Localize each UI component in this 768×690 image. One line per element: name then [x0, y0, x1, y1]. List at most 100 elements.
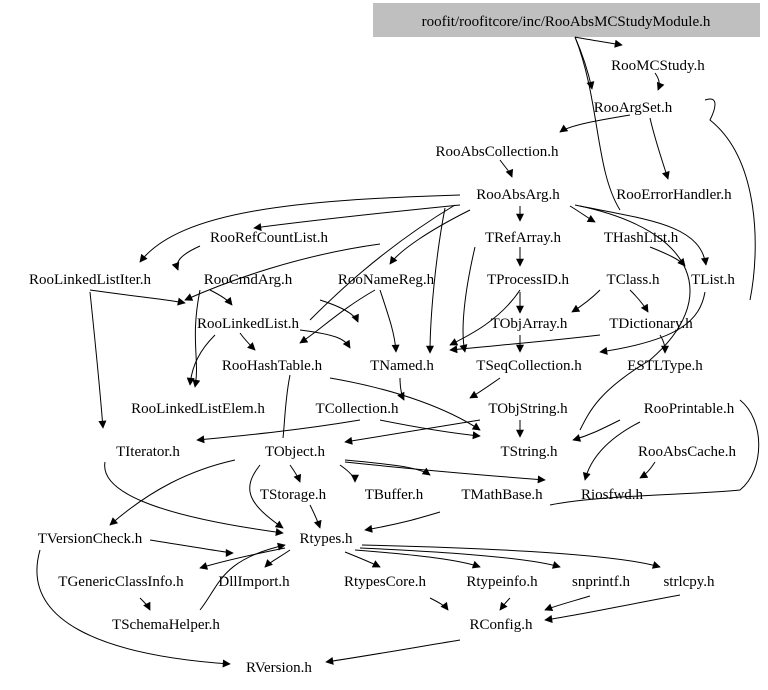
- edge-titerator-rtypes: [104, 461, 284, 536]
- node-rooHashTable[interactable]: RooHashTable.h: [222, 358, 323, 374]
- edge-linkedlist-hashtable: [319, 299, 359, 323]
- node-tIterator[interactable]: TIterator.h: [116, 444, 180, 460]
- node-rConfig[interactable]: RConfig.h: [470, 617, 533, 633]
- node-tNamed[interactable]: TNamed.h: [370, 358, 434, 374]
- node-rooNameReg[interactable]: RooNameReg.h: [338, 272, 435, 288]
- edge-refcount-linkedlist: [184, 243, 381, 301]
- node-rooRefCountList[interactable]: RooRefCountList.h: [210, 230, 328, 246]
- node-rtypes[interactable]: Rtypes.h: [300, 531, 353, 547]
- edge-namereg-tnamed: [379, 289, 400, 353]
- edge-thashlist-tlist: [649, 246, 686, 267]
- node-snprintf[interactable]: snprintf.h: [572, 574, 630, 590]
- node-strlcpy[interactable]: strlcpy.h: [663, 574, 715, 590]
- node-rooMCStudy[interactable]: RooMCStudy.h: [611, 58, 705, 74]
- edge-absarg-namereg: [389, 209, 471, 265]
- edge-argset-errorhandler: [649, 117, 670, 180]
- node-tVersionCheck[interactable]: TVersionCheck.h: [38, 531, 143, 547]
- node-tMathBase[interactable]: TMathBase.h: [461, 487, 543, 503]
- edge-absarg-thashlist: [569, 205, 596, 223]
- edge-vcheck-rtypes: [149, 539, 234, 557]
- edge-tdictionary-estl: [659, 334, 669, 354]
- edge-abscollection-absarg: [499, 159, 514, 178]
- node-tSeqCollection[interactable]: TSeqCollection.h: [476, 358, 582, 374]
- node-tSchemaHelper[interactable]: TSchemaHelper.h: [112, 617, 220, 633]
- edge-tseq-tcollection: [469, 377, 501, 399]
- edge-tclass-tdictionary: [629, 289, 649, 313]
- edge-tcollection-titerator: [196, 419, 361, 444]
- node-rtypeinfo[interactable]: Rtypeinfo.h: [466, 574, 538, 590]
- node-tObject[interactable]: TObject.h: [265, 444, 326, 460]
- edge-linkedlist-tnamed: [299, 329, 351, 349]
- edge-hashtable-tobject: [282, 374, 291, 439]
- node-root[interactable]: roofit/roofitcore/inc/RooAbsMCStudyModul…: [422, 14, 711, 30]
- edge-trefarray-tseq: [459, 246, 476, 353]
- node-rooCmdArg[interactable]: RooCmdArg.h: [204, 272, 293, 288]
- node-dllImport[interactable]: DllImport.h: [218, 574, 290, 590]
- edge-namereg-hashtable: [299, 289, 376, 344]
- edge-snprintf-rconfig: [544, 595, 591, 612]
- edge-rtypes-strlcpy: [361, 544, 661, 569]
- node-rooAbsArg[interactable]: RooAbsArg.h: [476, 187, 560, 203]
- node-rooErrorHandler[interactable]: RooErrorHandler.h: [616, 187, 732, 203]
- edge-absarg-listiter: [139, 194, 461, 263]
- edge-abscache-riosfwd: [639, 461, 656, 479]
- node-tGenericClassInfo[interactable]: TGenericClassInfo.h: [58, 574, 184, 590]
- node-riosfwd[interactable]: Riosfwd.h: [581, 487, 644, 503]
- edge-tobject-rtypes: [249, 464, 284, 529]
- edge-rtypeinfo-rconfig: [499, 597, 511, 611]
- edge-hashtable-tstring: [329, 377, 481, 431]
- node-rooPrintable[interactable]: RooPrintable.h: [644, 401, 735, 417]
- node-tBuffer[interactable]: TBuffer.h: [365, 487, 424, 503]
- node-rooArgSet[interactable]: RooArgSet.h: [594, 100, 673, 116]
- node-labels: roofit/roofitcore/inc/RooAbsMCStudyModul…: [29, 14, 736, 676]
- edge-strlcpy-rconfig: [544, 594, 681, 623]
- edge-absarg-tstring: [574, 204, 691, 431]
- edge-tobject-tbuffer: [339, 464, 359, 483]
- node-tRefArray[interactable]: TRefArray.h: [485, 230, 562, 246]
- edge-argset-printable: [704, 98, 756, 301]
- edge-printable-rtypes: [549, 399, 760, 506]
- node-tDictionary[interactable]: TDictionary.h: [609, 316, 693, 332]
- node-tList[interactable]: TList.h: [691, 272, 735, 288]
- node-tProcessID[interactable]: TProcessID.h: [487, 272, 570, 288]
- edge-cmdarg-elem: [192, 289, 201, 388]
- node-tClass[interactable]: TClass.h: [607, 272, 660, 288]
- edge-listiter-titerator: [89, 291, 107, 429]
- edge-tobject-tversioncheck: [109, 459, 236, 526]
- edge-tobjstring-tobject: [344, 419, 481, 445]
- node-tHashList[interactable]: THashList.h: [604, 230, 679, 246]
- edge-vcheck-rversion: [36, 549, 231, 668]
- node-rooLinkedList[interactable]: RooLinkedList.h: [197, 316, 300, 332]
- node-rooAbsCollection[interactable]: RooAbsCollection.h: [436, 144, 559, 160]
- node-tCollection[interactable]: TCollection.h: [316, 401, 399, 417]
- edge-rtypescore-rconfig: [429, 597, 449, 611]
- root-node-box: [373, 3, 760, 37]
- node-eSTLType[interactable]: ESTLType.h: [627, 358, 703, 374]
- node-tObjArray[interactable]: TObjArray.h: [491, 316, 568, 332]
- edge-rtypes-rtypeinfo: [354, 549, 481, 569]
- edge-root-down: [574, 36, 621, 211]
- node-tObjString[interactable]: TObjString.h: [488, 401, 568, 417]
- node-rtypesCore[interactable]: RtypesCore.h: [344, 574, 427, 590]
- node-tString[interactable]: TString.h: [500, 444, 558, 460]
- edge-tobject-riosfwd: [344, 461, 546, 484]
- edge-absarg-hash: [309, 204, 456, 321]
- edge-tobject-tstorage: [289, 464, 302, 483]
- node-rooLinkedListIter[interactable]: RooLinkedListIter.h: [29, 272, 152, 288]
- edge-tobject-tmathbase: [344, 459, 431, 476]
- edge-tclass-tobjarray: [571, 289, 601, 313]
- edge-absarg-tnamed: [426, 207, 446, 354]
- edge-printable-riosfwd: [582, 421, 641, 481]
- edge-tcollection-tstring: [379, 419, 481, 440]
- node-rVersion[interactable]: RVersion.h: [246, 660, 312, 676]
- edge-rconfig-rversion: [325, 639, 461, 665]
- edge-absarg-tlist: [579, 205, 709, 266]
- edge-listiter-linkedlist: [89, 289, 186, 306]
- edge-tdictionary-tnamed: [449, 334, 601, 354]
- edge-argset-abscollection: [559, 114, 631, 133]
- node-rooLinkedListElem[interactable]: RooLinkedListElem.h: [131, 401, 265, 417]
- node-rooAbsCache[interactable]: RooAbsCache.h: [638, 444, 736, 460]
- node-tStorage[interactable]: TStorage.h: [260, 487, 327, 503]
- edge-schemahelper-rtypes: [199, 542, 286, 611]
